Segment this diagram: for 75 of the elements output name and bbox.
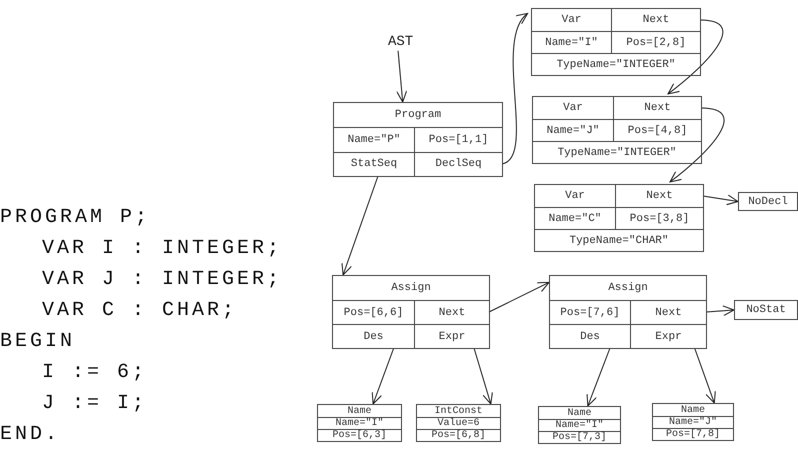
record-field: Name="J" bbox=[653, 416, 733, 428]
record-field: Name="C" bbox=[535, 207, 615, 229]
arrow bbox=[670, 108, 725, 182]
record-field: Name="I" bbox=[532, 31, 611, 53]
record-box bbox=[332, 275, 490, 349]
record-field: Pos=[7,3] bbox=[539, 431, 620, 443]
arrow bbox=[372, 348, 394, 404]
record-field: Name="I" bbox=[539, 419, 620, 431]
arrow bbox=[702, 194, 738, 206]
record-field: IntConst bbox=[417, 405, 500, 417]
record-box bbox=[538, 406, 621, 444]
record-field: Assign bbox=[550, 276, 706, 300]
record-field: Des bbox=[550, 324, 630, 348]
arrow bbox=[586, 348, 610, 406]
record-box bbox=[416, 404, 501, 442]
record-field: Name="P" bbox=[334, 127, 414, 152]
record-field: Expr bbox=[414, 324, 489, 348]
arrow bbox=[488, 282, 550, 312]
record-field: Next bbox=[613, 97, 701, 119]
record-field: Program bbox=[334, 103, 502, 128]
record-field: Next bbox=[414, 300, 489, 324]
code-line: VAR J : INTEGER; bbox=[42, 268, 282, 292]
code-line: PROGRAM P; bbox=[0, 206, 150, 230]
record-field: Pos=[7,6] bbox=[550, 300, 630, 324]
arrow bbox=[668, 20, 724, 94]
record-field: TypeName="INTEGER" bbox=[533, 141, 701, 163]
record-field: Pos=[3,8] bbox=[615, 207, 703, 229]
record-field: Pos=[6,6] bbox=[333, 300, 414, 324]
terminator-box: NoDecl bbox=[738, 192, 798, 211]
record-field: Next bbox=[615, 185, 703, 207]
record-box bbox=[549, 275, 707, 349]
record-field: StatSeq bbox=[334, 152, 414, 176]
record-field: DeclSeq bbox=[414, 152, 502, 176]
code-line: I := 6; bbox=[42, 361, 148, 385]
root-label: AST bbox=[388, 34, 414, 50]
arrow bbox=[694, 348, 716, 404]
record-field: TypeName="INTEGER" bbox=[532, 53, 700, 75]
record-field: Des bbox=[333, 324, 414, 348]
record-field: TypeName="CHAR" bbox=[535, 229, 703, 251]
code-line: J := I; bbox=[42, 392, 148, 416]
record-field: Next bbox=[611, 9, 700, 31]
record-field: Name="I" bbox=[318, 417, 401, 429]
record-field: Pos=[1,1] bbox=[414, 127, 502, 152]
code-line: BEGIN bbox=[0, 330, 76, 354]
record-field: Name="J" bbox=[533, 119, 613, 141]
record-box bbox=[532, 96, 702, 164]
record-field: Name bbox=[653, 404, 733, 416]
terminator-box: NoStat bbox=[734, 300, 798, 320]
record-field: Var bbox=[533, 97, 613, 119]
arrow bbox=[502, 12, 528, 164]
record-box bbox=[531, 8, 701, 76]
record-field: Assign bbox=[333, 276, 489, 300]
record-box bbox=[534, 184, 704, 252]
record-field: Name bbox=[539, 407, 620, 419]
record-field: Pos=[4,8] bbox=[613, 119, 701, 141]
arrow bbox=[706, 305, 734, 316]
record-field: Pos=[6,3] bbox=[318, 429, 401, 441]
arrow bbox=[474, 348, 493, 404]
arrow bbox=[396, 50, 408, 102]
arrow bbox=[342, 176, 378, 276]
record-field: Value=6 bbox=[417, 417, 500, 429]
record-field: Var bbox=[535, 185, 615, 207]
record-field: Pos=[2,8] bbox=[611, 31, 700, 53]
record-field: Var bbox=[532, 9, 611, 31]
code-line: END. bbox=[0, 423, 60, 447]
record-field: Pos=[6,8] bbox=[417, 429, 500, 441]
record-field: Name bbox=[318, 405, 401, 417]
record-box bbox=[333, 102, 503, 177]
code-line: VAR I : INTEGER; bbox=[42, 237, 282, 261]
record-field: Pos=[7,8] bbox=[653, 428, 733, 440]
code-line: VAR C : CHAR; bbox=[42, 299, 238, 323]
record-box bbox=[652, 403, 734, 441]
record-box bbox=[317, 404, 402, 442]
record-field: Next bbox=[630, 300, 706, 324]
record-field: Expr bbox=[630, 324, 706, 348]
